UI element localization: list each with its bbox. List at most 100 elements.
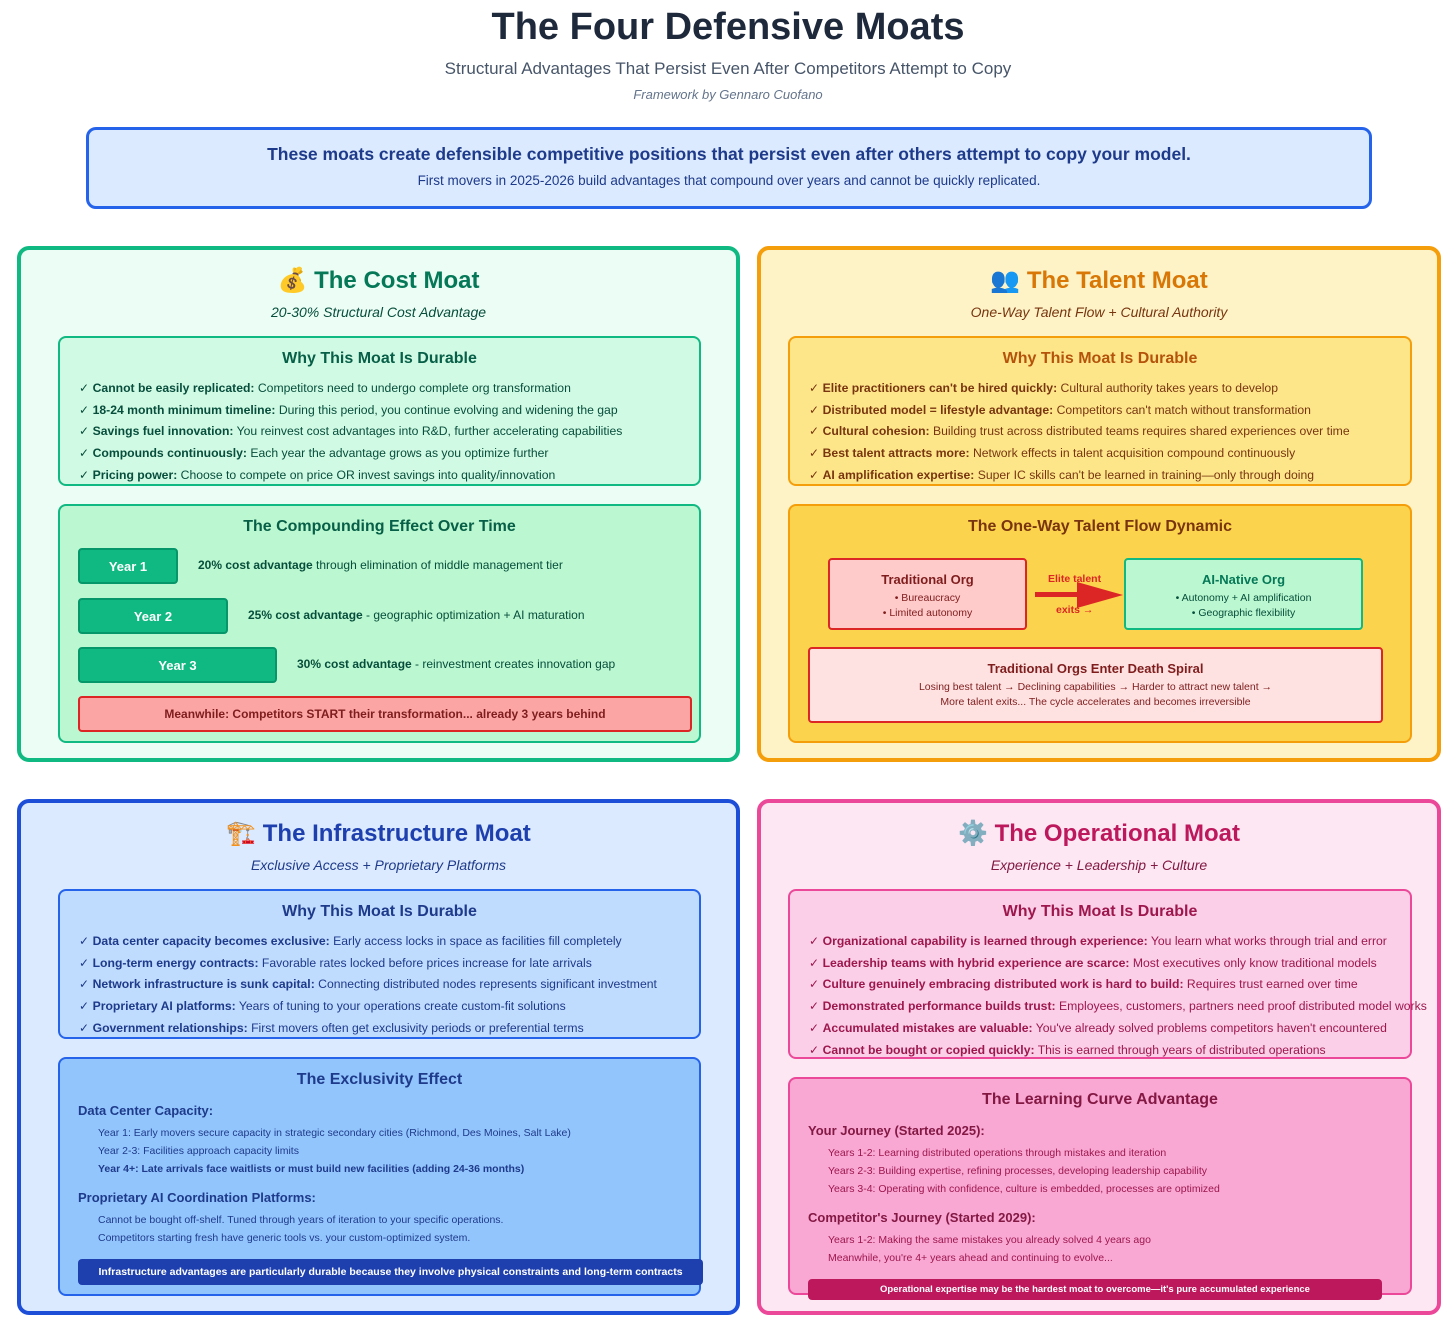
infrastructure-banner: Infrastructure advantages are particular… bbox=[78, 1259, 703, 1285]
durable-item: ✓ Culture genuinely embracing distribute… bbox=[809, 977, 1358, 992]
year-1-bar: Year 1 bbox=[78, 548, 178, 584]
check-icon: ✓ bbox=[809, 381, 823, 395]
durable-item: ✓ Demonstrated performance builds trust:… bbox=[809, 999, 1427, 1014]
year-1-text: 20% cost advantage through elimination o… bbox=[198, 558, 563, 572]
exclusivity-box: The Exclusivity Effect Data Center Capac… bbox=[58, 1057, 703, 1296]
your-journey-heading: Your Journey (Started 2025): bbox=[808, 1123, 985, 1138]
durable-item: ✓ Government relationships: First movers… bbox=[79, 1020, 584, 1035]
learning-curve-box: The Learning Curve Advantage Your Journe… bbox=[788, 1077, 1412, 1300]
durable-title: Why This Moat Is Durable bbox=[282, 903, 477, 920]
durable-box: Why This Moat Is Durable ✓ Elite practit… bbox=[788, 336, 1412, 486]
durable-item: ✓ 18-24 month minimum timeline: During t… bbox=[79, 402, 618, 417]
ai-item: Competitors starting fresh have generic … bbox=[98, 1232, 471, 1244]
durable-item: ✓ Distributed model = lifestyle advantag… bbox=[809, 402, 1311, 417]
card-subtitle: Experience + Leadership + Culture bbox=[990, 857, 1208, 873]
traditional-org-box: Traditional Org • Bureaucracy• Limited a… bbox=[828, 558, 1027, 630]
flow-title: The One-Way Talent Flow Dynamic bbox=[967, 518, 1233, 535]
money-bag-icon: 💰 bbox=[277, 267, 308, 294]
durable-item: ✓ Data center capacity becomes exclusive… bbox=[79, 934, 622, 948]
durable-item: ✓ Cultural cohesion: Building trust acro… bbox=[809, 424, 1350, 439]
exclusivity-title: The Exclusivity Effect bbox=[296, 1071, 463, 1088]
journey-item: Meanwhile, you're 4+ years ahead and con… bbox=[828, 1252, 1113, 1264]
check-icon: ✓ bbox=[79, 446, 93, 461]
check-icon: ✓ bbox=[809, 934, 823, 948]
durable-item: ✓ Compounds continuously: Each year the … bbox=[79, 446, 549, 461]
check-icon: ✓ bbox=[809, 1042, 823, 1057]
year-2-bar: Year 2 bbox=[78, 598, 228, 634]
check-icon: ✓ bbox=[79, 1020, 93, 1035]
check-icon: ✓ bbox=[809, 446, 823, 461]
intro-callout: These moats create defensible competitiv… bbox=[86, 127, 1372, 209]
ai-platforms-heading: Proprietary AI Coordination Platforms: bbox=[78, 1190, 316, 1205]
durable-box: Why This Moat Is Durable ✓ Organizationa… bbox=[788, 889, 1427, 1059]
check-icon: ✓ bbox=[809, 999, 823, 1014]
card-subtitle: 20-30% Structural Cost Advantage bbox=[270, 304, 487, 320]
year-2-text: 25% cost advantage - geographic optimiza… bbox=[248, 608, 585, 622]
check-icon: ✓ bbox=[79, 934, 93, 948]
check-icon: ✓ bbox=[79, 999, 93, 1014]
cost-moat-card: 💰 The Cost Moat 20-30% Structural Cost A… bbox=[17, 246, 740, 762]
durable-item: ✓ Cannot be easily replicated: Competito… bbox=[79, 381, 571, 395]
check-icon: ✓ bbox=[79, 955, 93, 970]
check-icon: ✓ bbox=[79, 977, 93, 992]
durable-item: ✓ Long-term energy contracts: Favorable … bbox=[79, 955, 592, 970]
operational-banner: Operational expertise may be the hardest… bbox=[808, 1279, 1382, 1300]
credit: Framework by Gennaro Cuofano bbox=[633, 87, 823, 102]
dc-item: Year 4+: Late arrivals face waitlists or… bbox=[98, 1163, 525, 1175]
durable-item: ✓ Cannot be bought or copied quickly: Th… bbox=[809, 1042, 1326, 1057]
compounding-title: The Compounding Effect Over Time bbox=[243, 518, 516, 535]
durable-title: Why This Moat Is Durable bbox=[1002, 350, 1198, 367]
durable-item: ✓ AI amplification expertise: Super IC s… bbox=[809, 467, 1315, 482]
card-title: The Operational Moat bbox=[994, 820, 1240, 847]
journey-item: Years 3-4: Operating with confidence, cu… bbox=[828, 1183, 1220, 1195]
durable-item: ✓ Organizational capability is learned t… bbox=[809, 934, 1387, 948]
durable-item: ✓ Network infrastructure is sunk capital… bbox=[79, 977, 657, 992]
card-title: The Infrastructure Moat bbox=[262, 820, 531, 847]
infrastructure-moat-card: 🏗️ The Infrastructure Moat Exclusive Acc… bbox=[17, 799, 740, 1315]
card-subtitle: Exclusive Access + Proprietary Platforms bbox=[250, 857, 507, 873]
people-icon: 👥 bbox=[990, 267, 1021, 294]
check-icon: ✓ bbox=[79, 402, 93, 417]
durable-item: ✓ Best talent attracts more: Network eff… bbox=[809, 446, 1296, 461]
durable-item: ✓ Proprietary AI platforms: Years of tun… bbox=[79, 999, 566, 1014]
card-subtitle: One-Way Talent Flow + Cultural Authority bbox=[970, 304, 1228, 320]
exits-label: exits → bbox=[1056, 604, 1094, 616]
year-3-text: 30% cost advantage - reinvestment create… bbox=[297, 657, 616, 671]
durable-item: ✓ Elite practitioners can't be hired qui… bbox=[809, 381, 1278, 395]
competitor-journey-heading: Competitor's Journey (Started 2029): bbox=[808, 1210, 1036, 1225]
page-subtitle: Structural Advantages That Persist Even … bbox=[444, 59, 1012, 78]
check-icon: ✓ bbox=[79, 381, 93, 395]
year-3-bar: Year 3 bbox=[78, 647, 277, 683]
check-icon: ✓ bbox=[79, 424, 93, 439]
talent-flow-box: The One-Way Talent Flow Dynamic Traditio… bbox=[788, 504, 1412, 743]
durable-item: ✓ Leadership teams with hybrid experienc… bbox=[809, 955, 1377, 970]
check-icon: ✓ bbox=[809, 424, 823, 439]
check-icon: ✓ bbox=[809, 977, 823, 992]
check-icon: ✓ bbox=[809, 1020, 823, 1035]
compounding-box: The Compounding Effect Over Time Year 1 … bbox=[58, 504, 701, 743]
ai-item: Cannot be bought off-shelf. Tuned throug… bbox=[98, 1214, 504, 1226]
check-icon: ✓ bbox=[809, 402, 823, 417]
dc-item: Year 1: Early movers secure capacity in … bbox=[98, 1127, 571, 1139]
check-icon: ✓ bbox=[809, 955, 823, 970]
journey-item: Years 1-2: Making the same mistakes you … bbox=[828, 1234, 1151, 1246]
journey-item: Years 1-2: Learning distributed operatio… bbox=[828, 1147, 1167, 1159]
competitors-behind-banner: Meanwhile: Competitors START their trans… bbox=[78, 696, 692, 732]
arrow-right-icon bbox=[1035, 582, 1123, 608]
dc-item: Year 2-3: Facilities approach capacity l… bbox=[98, 1145, 299, 1157]
elite-talent-label: Elite talent bbox=[1048, 573, 1102, 585]
gear-icon: ⚙️ bbox=[958, 820, 988, 847]
operational-moat-card: ⚙️ The Operational Moat Experience + Lea… bbox=[757, 799, 1441, 1315]
durable-box: Why This Moat Is Durable ✓ Data center c… bbox=[58, 889, 701, 1039]
learning-curve-title: The Learning Curve Advantage bbox=[982, 1091, 1218, 1108]
intro-headline: These moats create defensible competitiv… bbox=[267, 144, 1191, 164]
journey-item: Years 2-3: Building expertise, refining … bbox=[828, 1165, 1208, 1177]
talent-moat-card: 👥 The Talent Moat One-Way Talent Flow + … bbox=[757, 246, 1441, 762]
check-icon: ✓ bbox=[809, 467, 823, 482]
durable-item: ✓ Pricing power: Choose to compete on pr… bbox=[79, 467, 556, 482]
ai-native-org-box: AI-Native Org • Autonomy + AI amplificat… bbox=[1124, 558, 1363, 630]
check-icon: ✓ bbox=[79, 467, 93, 482]
durable-box: Why This Moat Is Durable ✓ Cannot be eas… bbox=[58, 336, 701, 486]
card-title: The Talent Moat bbox=[1026, 267, 1208, 294]
card-title: The Cost Moat bbox=[314, 267, 480, 294]
